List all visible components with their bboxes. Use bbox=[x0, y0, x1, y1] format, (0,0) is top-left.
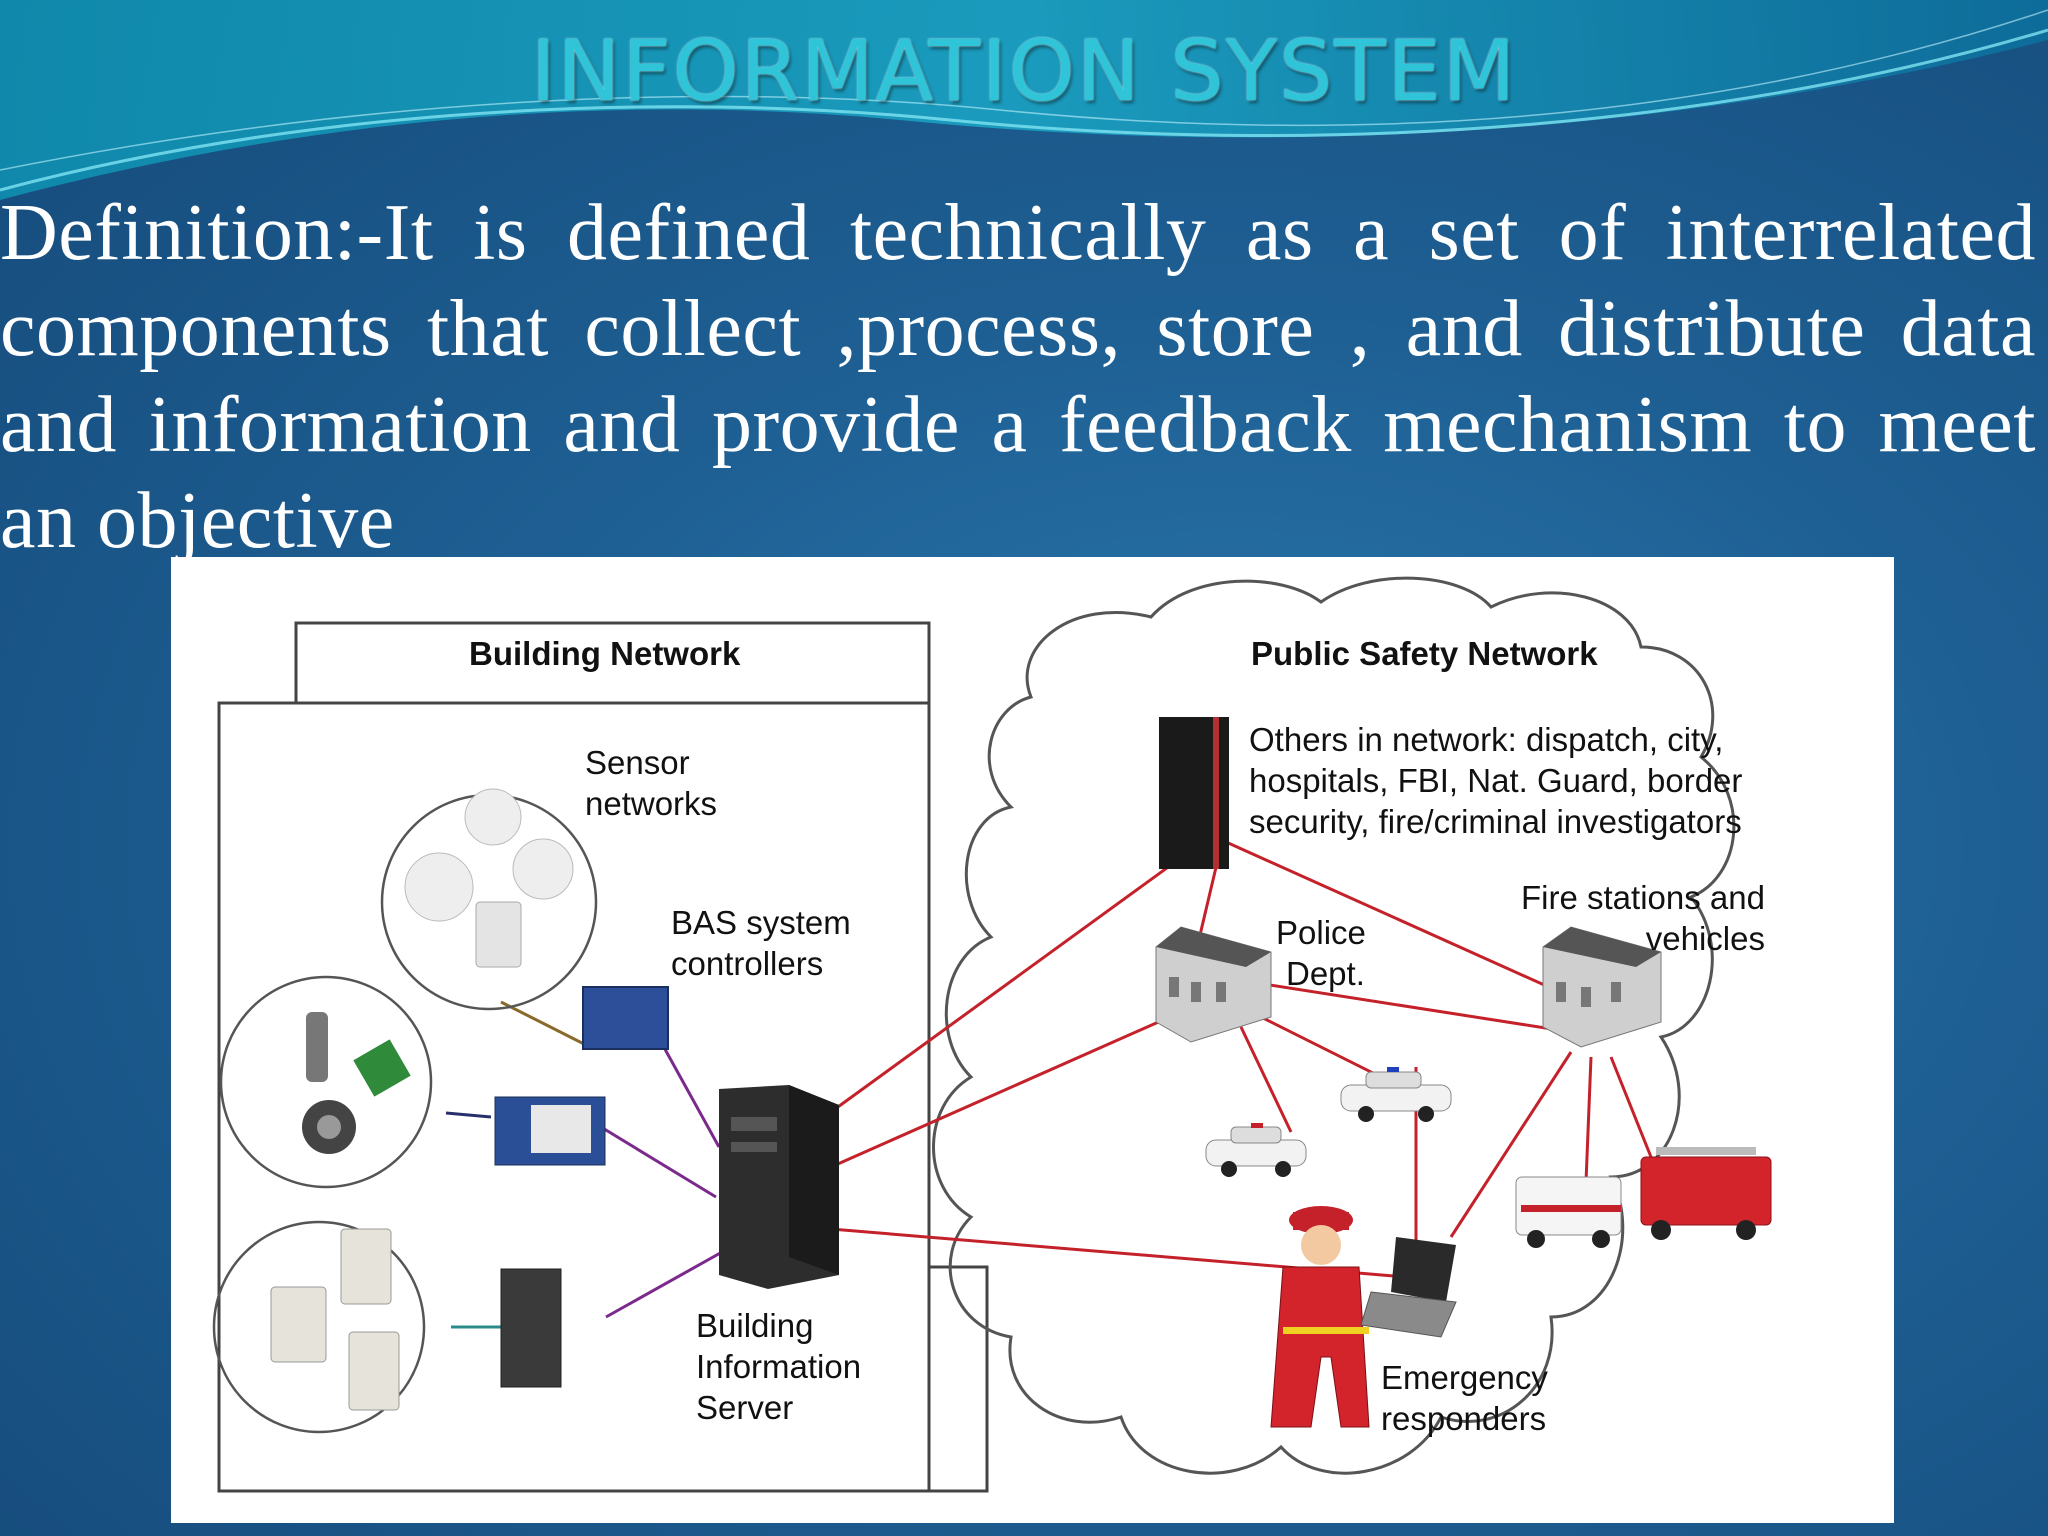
link-fire-laptop bbox=[1449, 1051, 1573, 1238]
definition-text: Definition:-It is defined technically as… bbox=[0, 189, 2036, 565]
thermostats-circle bbox=[212, 1220, 426, 1434]
bas-controller-icon bbox=[582, 986, 669, 1050]
link-fire-ambulance bbox=[1584, 1056, 1593, 1183]
field-devices-icon bbox=[302, 1012, 411, 1154]
header-wave-decoration bbox=[0, 0, 2048, 200]
slide-title: INFORMATION SYSTEM bbox=[530, 22, 1518, 120]
field-devices-circle bbox=[219, 975, 433, 1189]
police-car-icon-2 bbox=[1340, 1067, 1452, 1122]
sensor-devices-icon bbox=[404, 788, 574, 968]
building-network-header: Building Network bbox=[469, 635, 741, 672]
link-datacenter-fire bbox=[1225, 840, 1572, 999]
diagram-graphics bbox=[212, 576, 1772, 1493]
purple-links bbox=[600, 1041, 732, 1319]
thermostats-icon bbox=[270, 1228, 400, 1411]
drive-unit-icon bbox=[500, 1268, 562, 1388]
public-safety-cloud bbox=[932, 576, 1736, 1475]
firefighter-icon bbox=[1270, 1206, 1370, 1428]
sensor-networks-label: Sensor networks bbox=[585, 744, 718, 822]
link-drive-server bbox=[605, 1245, 732, 1319]
network-diagram: Building Network Public Safety Network S… bbox=[171, 557, 1894, 1523]
emergency-responders-label: Emergency responders bbox=[1381, 1359, 1548, 1437]
building-server-icon bbox=[719, 1085, 839, 1289]
fire-stations-label: Fire stations and vehicles bbox=[1521, 879, 1765, 957]
link-server-police bbox=[830, 1010, 1182, 1169]
bas-controllers-label: BAS system controllers bbox=[671, 904, 851, 982]
police-building-icon bbox=[1155, 926, 1272, 1043]
fire-truck-icon bbox=[1640, 1147, 1772, 1240]
police-car-icon bbox=[1205, 1123, 1307, 1177]
police-dept-label: Police Dept. bbox=[1276, 914, 1366, 992]
laptop-icon bbox=[1360, 1237, 1457, 1338]
building-network-box bbox=[217, 701, 931, 1493]
link-police-fire bbox=[1250, 980, 1572, 1034]
building-network-side-box bbox=[927, 1265, 989, 1493]
link-devices-controller bbox=[445, 1111, 492, 1119]
link-sensors-bas bbox=[500, 1000, 587, 1047]
link-controller-server bbox=[600, 1125, 717, 1199]
fire-station-icon bbox=[1542, 926, 1662, 1048]
building-information-server-label: Building Information Server bbox=[696, 1307, 862, 1426]
link-server-datacenter bbox=[830, 823, 1227, 1114]
datacenter-rack-icon bbox=[1159, 717, 1229, 869]
link-fire-truck bbox=[1609, 1056, 1653, 1158]
ambulance-icon bbox=[1515, 1176, 1622, 1248]
link-bas-server bbox=[659, 1041, 721, 1148]
link-police-car1 bbox=[1239, 1026, 1293, 1133]
public-safety-network-header: Public Safety Network bbox=[1251, 635, 1598, 672]
others-in-network-label: Others in network: dispatch, city, hospi… bbox=[1249, 721, 1743, 840]
